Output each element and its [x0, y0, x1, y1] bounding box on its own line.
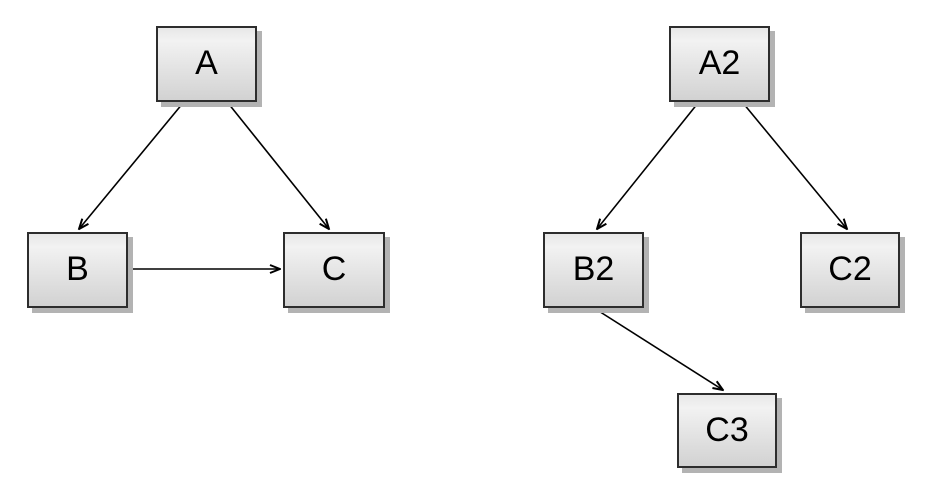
node-c3-label: C3 [705, 410, 749, 449]
edge-a2-c2 [742, 102, 847, 229]
node-b2-label: B2 [572, 250, 615, 288]
node-a2: A2 [669, 26, 770, 102]
node-b2: B2 [543, 232, 644, 308]
edge-a-b [79, 102, 184, 229]
edge-a2-b2 [597, 102, 699, 229]
node-a-label: A [195, 44, 218, 82]
node-c3: C3 [677, 393, 777, 468]
edge-b2-c3 [593, 307, 723, 390]
node-b-label: B [66, 250, 89, 288]
node-c: C [283, 232, 385, 308]
node-c-label: C [321, 250, 347, 288]
node-a: A [156, 26, 257, 102]
node-a2-label: A2 [698, 44, 741, 82]
node-b: B [27, 232, 128, 308]
node-c2: C2 [800, 232, 900, 308]
edge-a-c [227, 102, 329, 229]
node-c2-label: C2 [828, 250, 872, 288]
